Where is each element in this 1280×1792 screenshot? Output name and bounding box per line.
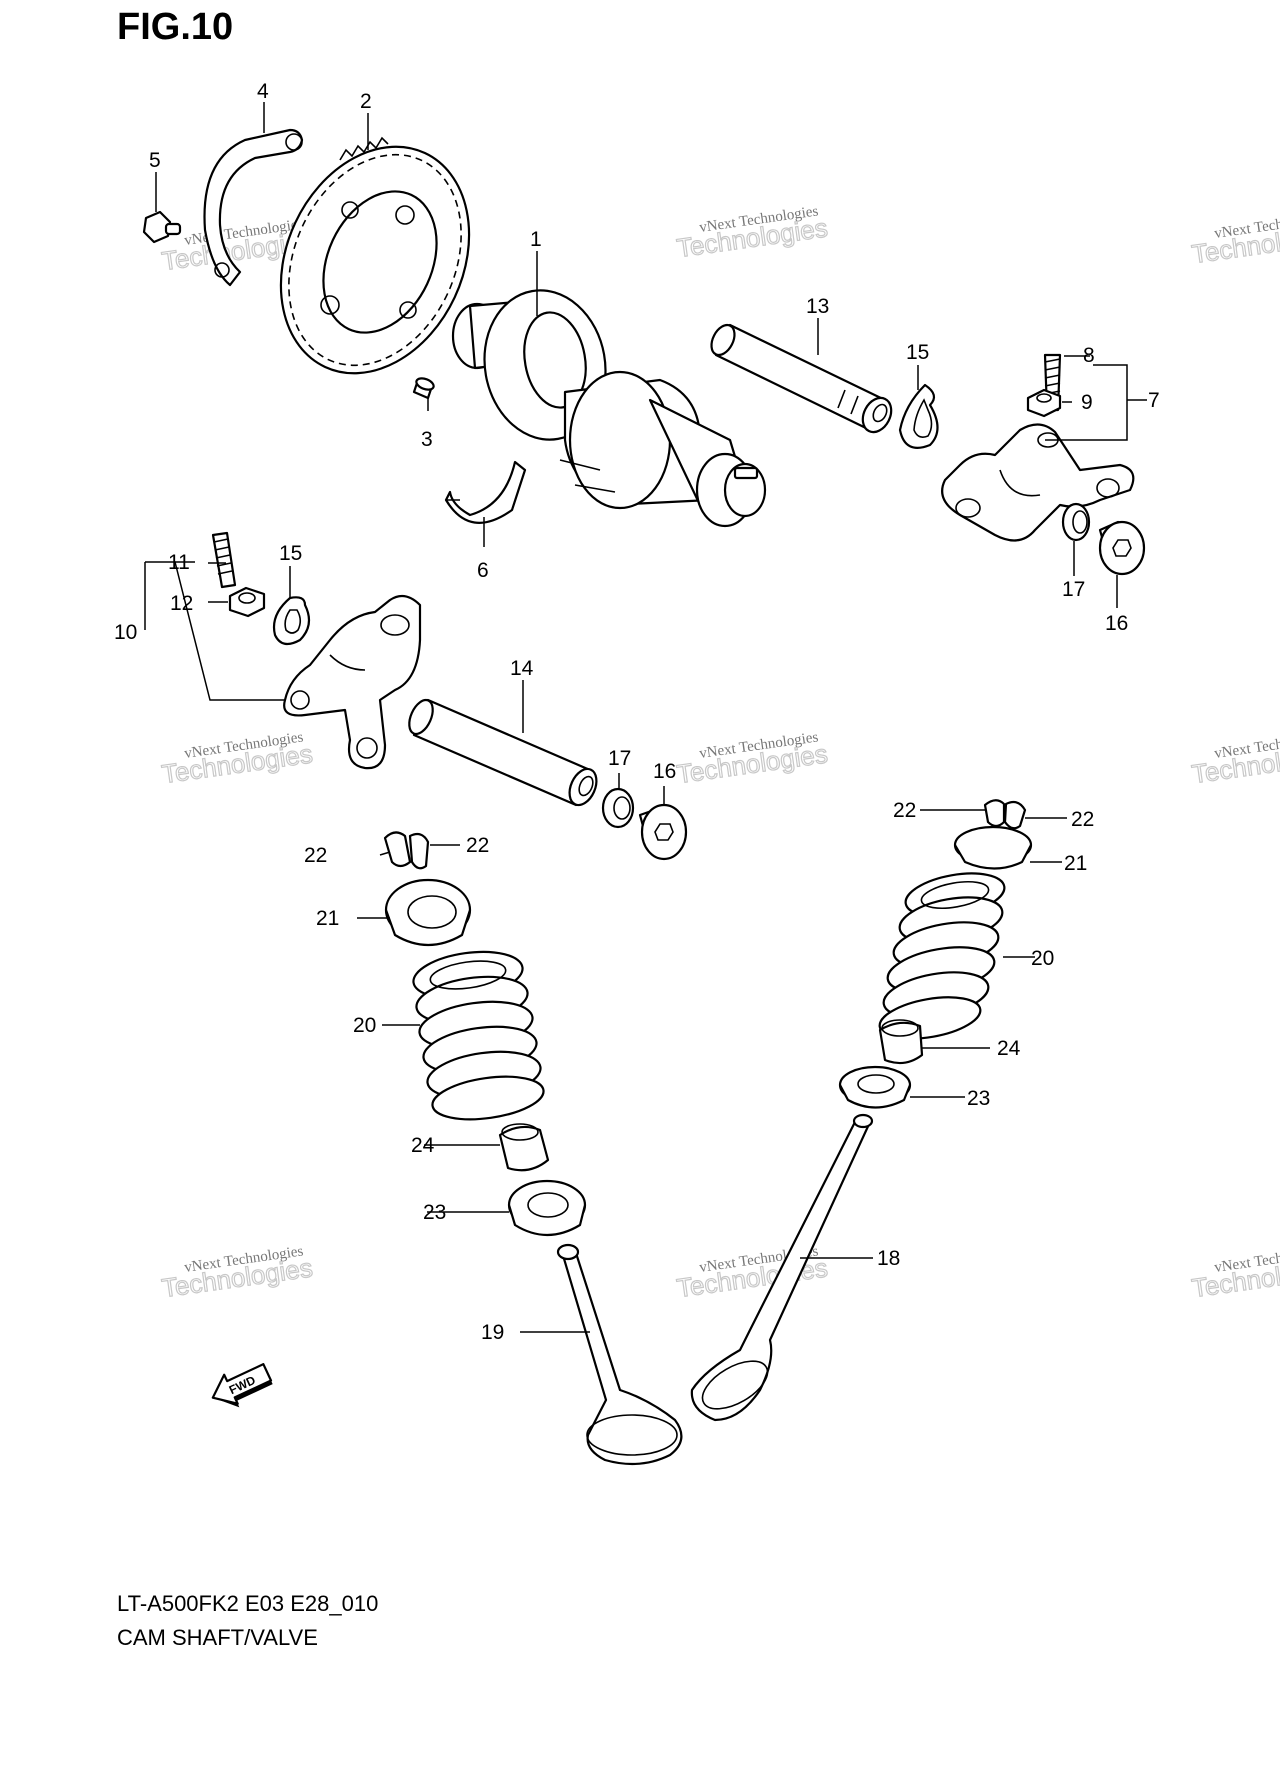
part-22-cotter-halves-right — [983, 799, 1027, 830]
part-16-plug-upper — [1098, 520, 1146, 576]
watermark-7: vNext Technologies Technologies — [159, 1243, 315, 1303]
part-13-rocker-shaft — [710, 323, 893, 434]
part-22-cotter-halves-left — [383, 831, 430, 870]
callout-17-left: 17 — [608, 747, 631, 770]
callout-19: 19 — [481, 1321, 504, 1344]
part-16-plug-left — [638, 803, 688, 861]
model-code: LT-A500FK2 E03 E28_010 — [117, 1591, 379, 1616]
callout-11: 11 — [168, 551, 190, 574]
part-15-o-ring-upper — [898, 383, 939, 449]
callout-1: 1 — [530, 228, 542, 251]
part-17-washer-left — [601, 787, 635, 829]
part-21-spring-retainer-right — [953, 825, 1033, 870]
callout-22-right-a: 22 — [893, 799, 916, 822]
callout-20-right: 20 — [1031, 947, 1054, 970]
callout-21-left: 21 — [316, 907, 339, 930]
part-12-lock-nut-left — [228, 586, 266, 618]
callout-10: 10 — [114, 621, 137, 644]
callout-14: 14 — [510, 657, 534, 680]
callout-15-upper: 15 — [906, 341, 929, 364]
part-7-rocker-arm-upper — [941, 423, 1135, 542]
callout-24-right: 24 — [997, 1037, 1021, 1060]
part-6-semicircle-plug — [444, 460, 527, 524]
callout-16-upper: 16 — [1105, 612, 1128, 635]
callout-4: 4 — [257, 80, 269, 103]
watermark-4: vNext Technologies Technologies — [159, 729, 315, 789]
watermark-3: vNext Technologies Technologies — [1189, 209, 1280, 269]
callout-20-left: 20 — [353, 1014, 376, 1037]
part-10-rocker-arm-left — [283, 594, 422, 770]
callout-22-left-b: 22 — [466, 834, 489, 857]
part-9-lock-nut-upper — [1026, 388, 1062, 418]
callout-22-left-a: 22 — [304, 844, 327, 867]
callout-6: 6 — [477, 559, 489, 582]
callout-17-upper: 17 — [1062, 578, 1085, 601]
part-20-valve-spring-right — [878, 872, 1006, 1040]
callout-16-left: 16 — [653, 760, 676, 783]
fwd-arrow-icon: FWD — [211, 1363, 273, 1408]
watermark-2: vNext Technologies Technologies — [674, 203, 830, 263]
watermark-9: vNext Technologies Technologies — [1189, 1243, 1280, 1303]
part-23-spring-seat-right — [838, 1065, 912, 1109]
part-18-exhaust-valve — [690, 1113, 874, 1422]
callout-18: 18 — [877, 1247, 900, 1270]
part-14-rocker-shaft — [408, 698, 598, 807]
leader-lines — [144, 102, 1147, 1333]
watermark-5: vNext Technologies Technologies — [674, 729, 830, 789]
callout-9: 9 — [1081, 391, 1093, 414]
part-4-retainer — [203, 128, 304, 287]
callout-8: 8 — [1083, 344, 1095, 367]
callout-22-right-b: 22 — [1071, 808, 1094, 831]
callout-5: 5 — [149, 149, 161, 172]
part-15-o-ring-left — [272, 596, 311, 646]
callout-15-left: 15 — [279, 542, 302, 565]
part-1-camshaft — [451, 289, 767, 528]
watermark-6: vNext Technologies Technologies — [1189, 729, 1280, 789]
callout-labels: 1 2 3 4 5 6 7 8 9 10 11 12 13 14 15 15 1… — [114, 80, 1160, 1344]
part-19-intake-valve — [556, 1243, 683, 1466]
figure-title: FIG.10 — [117, 6, 234, 48]
part-20-valve-spring-left — [412, 950, 545, 1121]
part-2-cam-sprocket — [279, 136, 471, 375]
callout-3: 3 — [421, 428, 433, 451]
callout-24-left: 24 — [411, 1134, 435, 1157]
part-24-stem-seal-right — [878, 1019, 924, 1065]
part-5-bolt — [142, 210, 182, 244]
diagram-caption: CAM SHAFT/VALVE — [117, 1625, 318, 1650]
callout-21-right: 21 — [1064, 852, 1087, 875]
part-23-spring-seat-left — [507, 1179, 587, 1236]
callout-12: 12 — [170, 592, 193, 615]
part-17-washer-upper — [1061, 502, 1091, 542]
part-24-stem-seal-left — [498, 1123, 550, 1172]
part-11-adjusting-screw-left — [211, 531, 237, 589]
callout-13: 13 — [806, 295, 829, 318]
callout-23-right: 23 — [967, 1087, 990, 1110]
part-3-dowel-pin — [412, 377, 435, 400]
part-21-spring-retainer-left — [384, 878, 472, 946]
callout-7: 7 — [1148, 389, 1160, 412]
figure-caption-block: LT-A500FK2 E03 E28_010 CAM SHAFT/VALVE — [117, 1587, 378, 1655]
callout-23-left: 23 — [423, 1201, 446, 1224]
callout-2: 2 — [360, 90, 372, 113]
